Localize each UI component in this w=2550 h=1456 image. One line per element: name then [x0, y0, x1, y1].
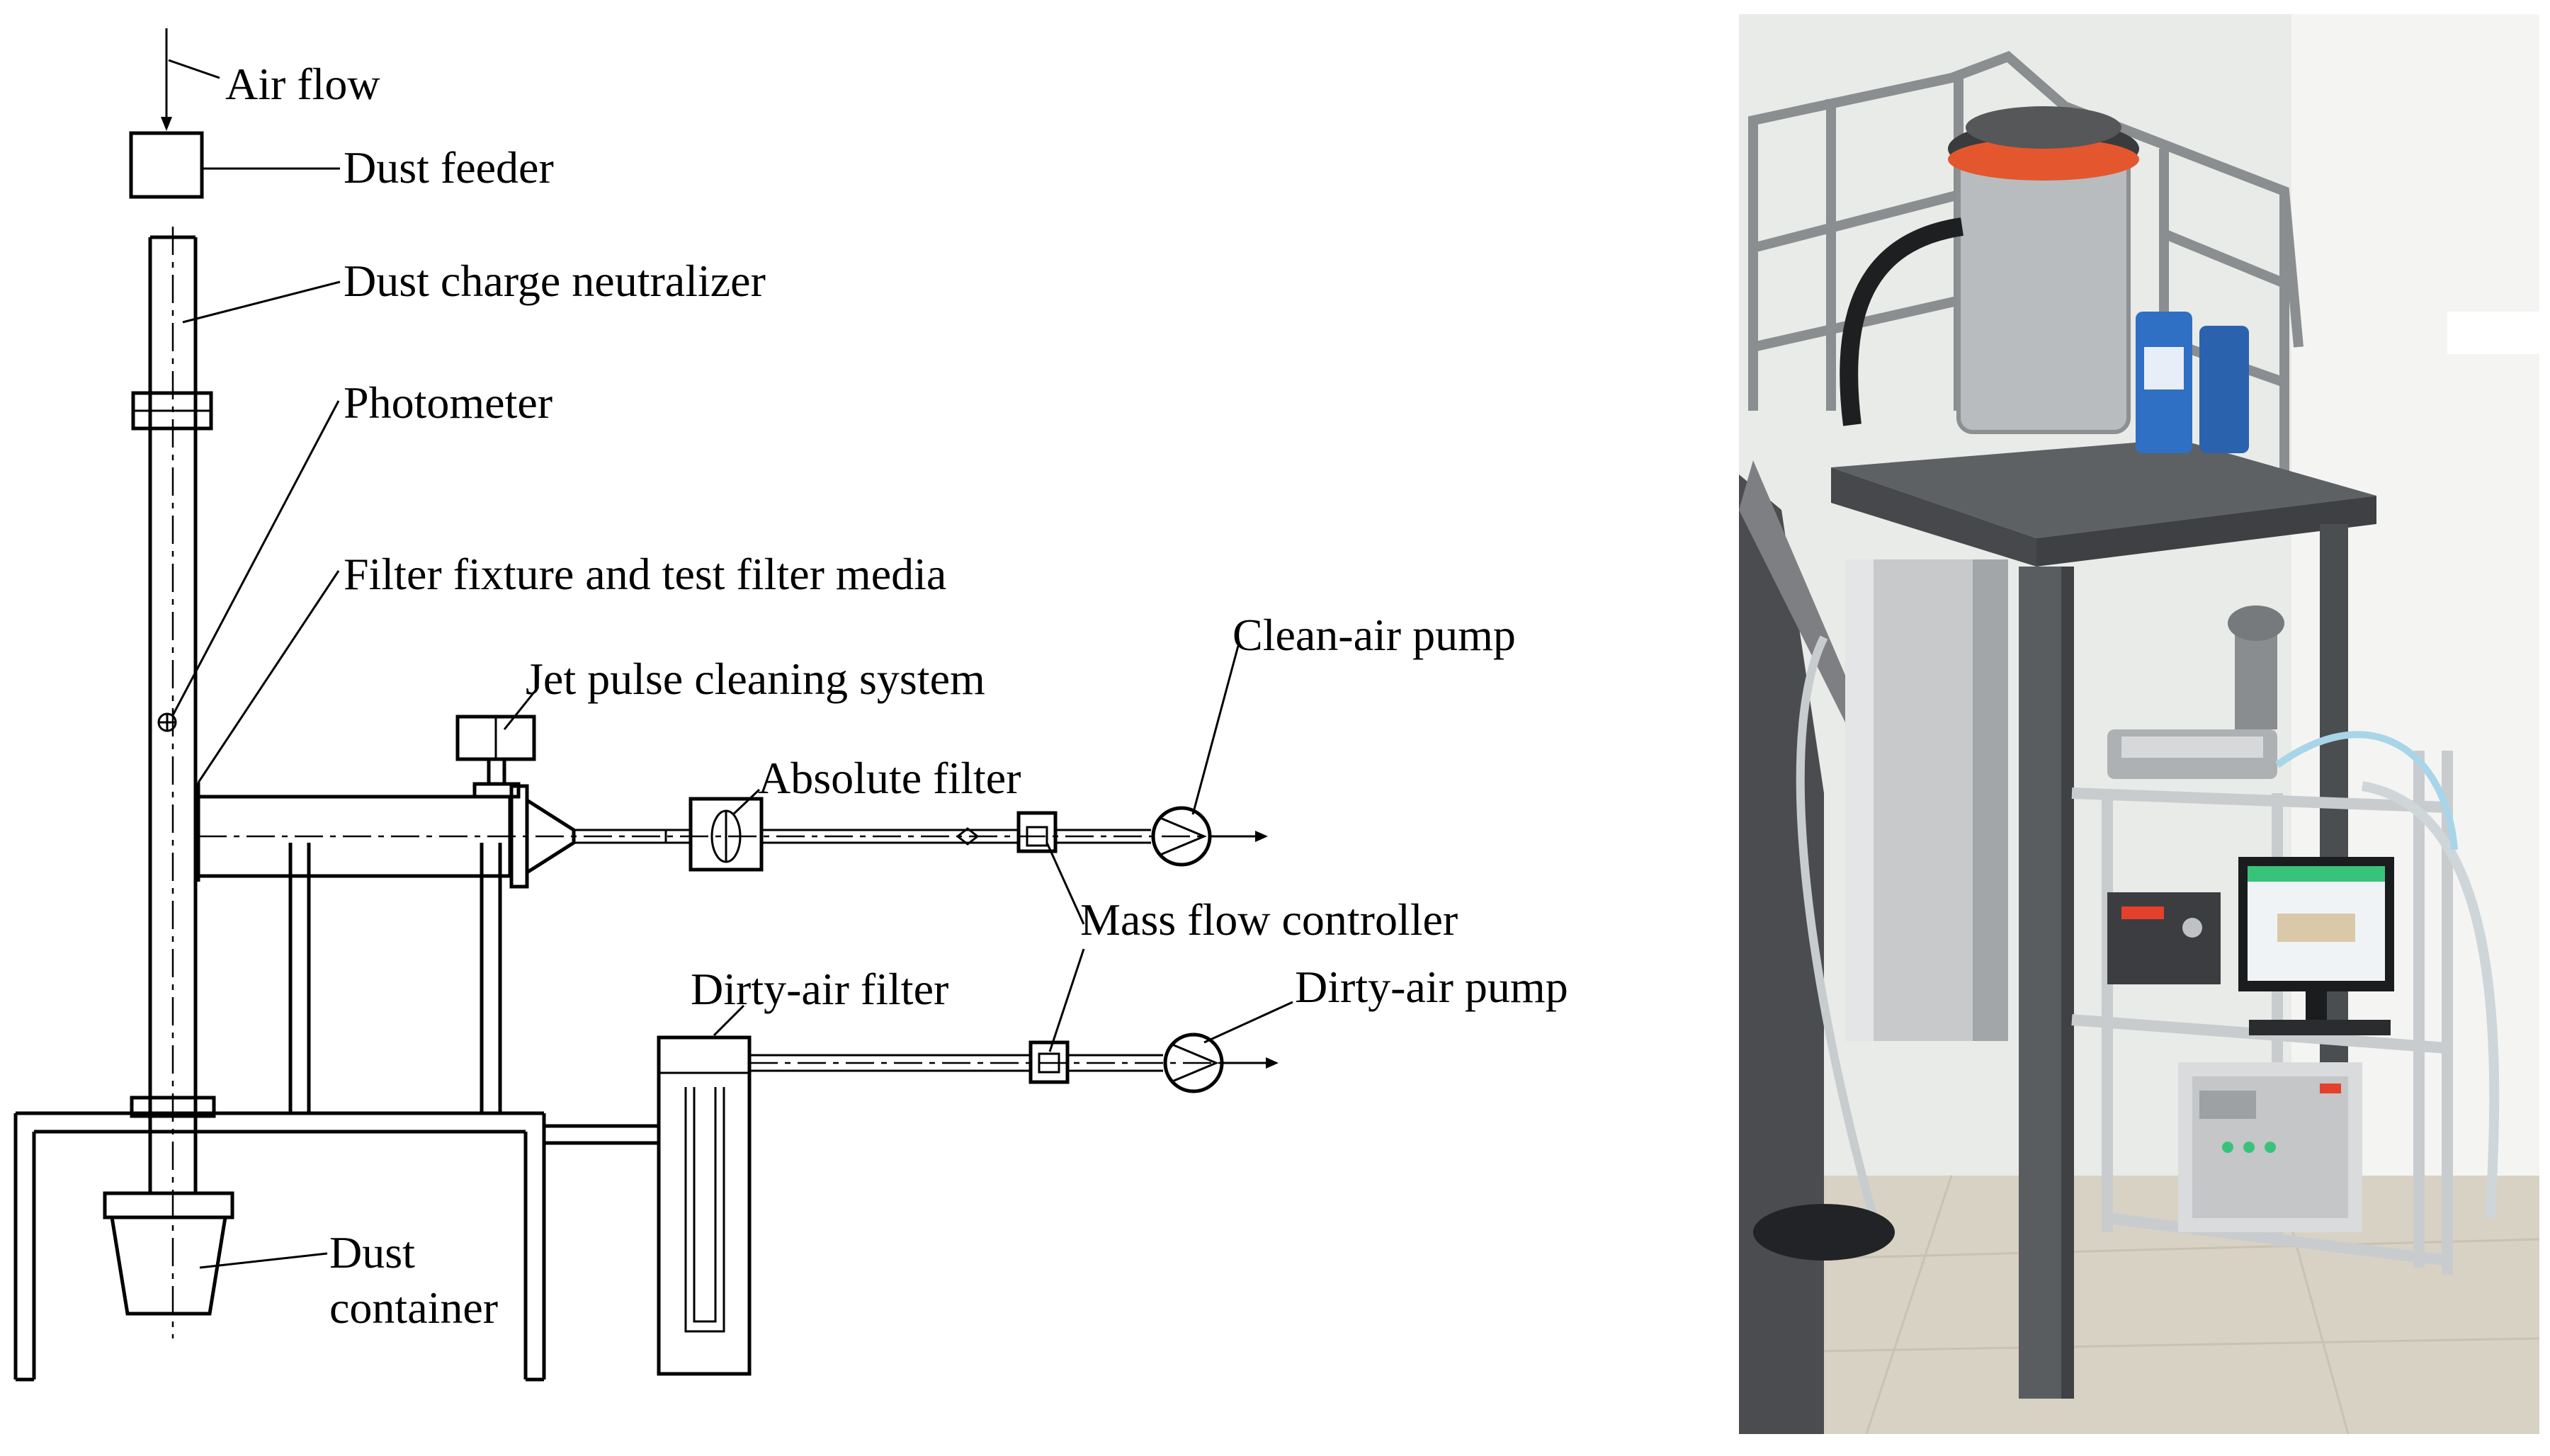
- label-dirty-air-filter: Dirty-air filter: [691, 964, 948, 1014]
- dirty-air-filter-box: [657, 1035, 1261, 1376]
- label-photometer: Photometer: [344, 377, 552, 428]
- label-dust-charge-neutralizer: Dust charge neutralizer: [344, 256, 766, 306]
- label-dust-feeder: Dust feeder: [344, 142, 554, 193]
- vacuum-cleaner: [1840, 106, 2139, 434]
- label-dust-container-line1: Dust: [329, 1227, 415, 1278]
- clean-air-pump-leader: [1191, 645, 1240, 815]
- jet-pulse-leader: [503, 686, 540, 730]
- support-table: [13, 843, 659, 1382]
- photo-test-duct: [2107, 605, 2284, 779]
- instrument-box: [2107, 892, 2221, 984]
- photometer-leader: [171, 400, 340, 716]
- label-dust-container-line2: container: [329, 1282, 498, 1333]
- blue-drums: [2136, 312, 2249, 453]
- main-column: [130, 227, 216, 1338]
- label-air-flow: Air flow: [225, 59, 380, 109]
- label-dirty-air-pump: Dirty-air pump: [1295, 962, 1568, 1012]
- dust-feeder-box: [129, 131, 204, 199]
- label-absolute-filter: Absolute filter: [758, 753, 1021, 803]
- jet-pulse-device: [455, 715, 536, 799]
- absolute-filter-box: [666, 797, 764, 872]
- dust-container-leader: [199, 1252, 328, 1269]
- control-cabinet: [2178, 1062, 2362, 1232]
- silver-tank: [1845, 559, 2008, 1041]
- label-jet-pulse: Jet pulse cleaning system: [526, 654, 985, 704]
- platform-deck: [1831, 439, 2376, 538]
- mfc-leader-lower: [1048, 948, 1085, 1052]
- mfc-leader-upper: [1046, 842, 1085, 925]
- label-filter-fixture: Filter fixture and test filter media: [344, 549, 946, 599]
- schematic-diagram: Air flow Dust feeder Dust charge neutral…: [13, 28, 1568, 1382]
- neutralizer-leader: [182, 280, 341, 324]
- dirty-air-filter-leader: [713, 1004, 745, 1037]
- trolley: [1753, 1204, 1895, 1261]
- hose-right: [2361, 781, 2500, 1219]
- label-clean-air-pump: Clean-air pump: [1232, 610, 1516, 660]
- dirty-air-line: [1028, 1033, 1279, 1093]
- dust-container: [103, 1191, 234, 1316]
- support-column-front: [2019, 567, 2061, 1399]
- label-mass-flow-controller: Mass flow controller: [1080, 894, 1458, 945]
- dirty-air-pump-leader: [1203, 1001, 1293, 1044]
- apparatus-photograph: [1739, 14, 2539, 1434]
- air-flow-arrow: [161, 28, 220, 131]
- clean-air-line: [761, 806, 1268, 867]
- absolute-filter-leader: [732, 788, 761, 816]
- monitor: [2238, 857, 2394, 1035]
- filter-fixture-leader: [197, 570, 340, 783]
